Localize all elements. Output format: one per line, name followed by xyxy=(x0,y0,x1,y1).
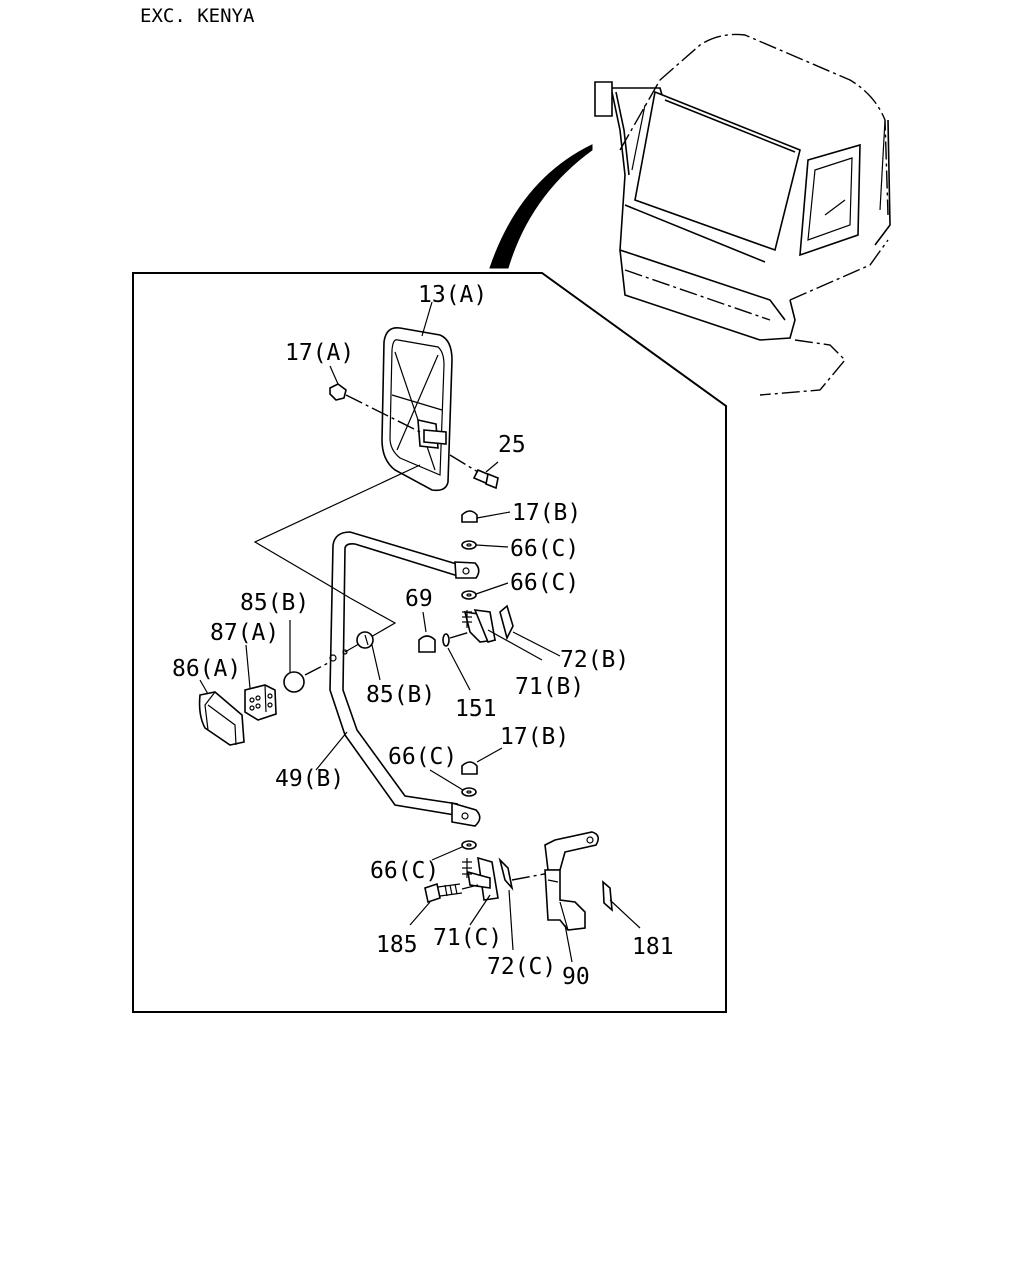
part-labels: 13(A) 17(A) 25 17(B) 66(C) 66(C) 69 85(B… xyxy=(172,282,674,990)
washer-66c-3 xyxy=(461,787,477,797)
label-17b-1: 17(B) xyxy=(512,500,581,526)
label-66c-4: 66(C) xyxy=(370,858,439,884)
label-71b: 71(B) xyxy=(515,674,584,700)
plate-72c xyxy=(498,857,514,891)
nut-17a xyxy=(329,383,347,401)
detail-frame xyxy=(132,272,727,1013)
bolt-25 xyxy=(449,454,499,490)
label-66c-3: 66(C) xyxy=(388,744,457,770)
plug-85b-2 xyxy=(356,631,374,649)
mirror-arm-49b xyxy=(329,531,481,827)
label-66c-1: 66(C) xyxy=(510,536,579,562)
bolt-185 xyxy=(424,882,463,904)
label-49b: 49(B) xyxy=(275,766,344,792)
label-85b-1: 85(B) xyxy=(240,590,309,616)
label-69: 69 xyxy=(405,586,433,612)
washer-66c-1 xyxy=(461,540,477,550)
label-66c-2: 66(C) xyxy=(510,570,579,596)
cap-nut-17b-upper xyxy=(461,510,478,523)
label-87a: 87(A) xyxy=(210,620,279,646)
label-25: 25 xyxy=(498,432,526,458)
cap-69 xyxy=(418,635,436,653)
label-72c: 72(C) xyxy=(487,954,556,980)
washer-66c-2 xyxy=(461,590,477,600)
label-181: 181 xyxy=(632,934,674,960)
label-17a: 17(A) xyxy=(285,340,354,366)
washer-151 xyxy=(442,633,450,647)
mirror-head xyxy=(381,326,453,492)
plug-85b-1 xyxy=(283,671,305,693)
washer-66c-4 xyxy=(461,840,477,850)
label-151: 151 xyxy=(455,696,497,722)
label-17b-2: 17(B) xyxy=(500,724,569,750)
label-90: 90 xyxy=(562,964,590,990)
cap-nut-17b-lower xyxy=(461,761,478,775)
label-72b: 72(B) xyxy=(560,647,629,673)
header-text: EXC. KENYA xyxy=(140,5,255,27)
label-71c: 71(C) xyxy=(433,925,502,951)
label-85b-2: 85(B) xyxy=(366,682,435,708)
bracket-71b xyxy=(462,609,497,643)
label-13a: 13(A) xyxy=(418,282,487,308)
bracket-90 xyxy=(544,831,600,931)
truck-cab-illustration xyxy=(489,33,891,396)
label-86a: 86(A) xyxy=(172,656,241,682)
bracket-71c xyxy=(462,856,499,901)
connector-87a xyxy=(244,684,277,721)
plate-181 xyxy=(602,880,613,912)
lamp-86a xyxy=(198,691,245,746)
plate-72b xyxy=(499,604,514,641)
label-185: 185 xyxy=(376,932,418,958)
